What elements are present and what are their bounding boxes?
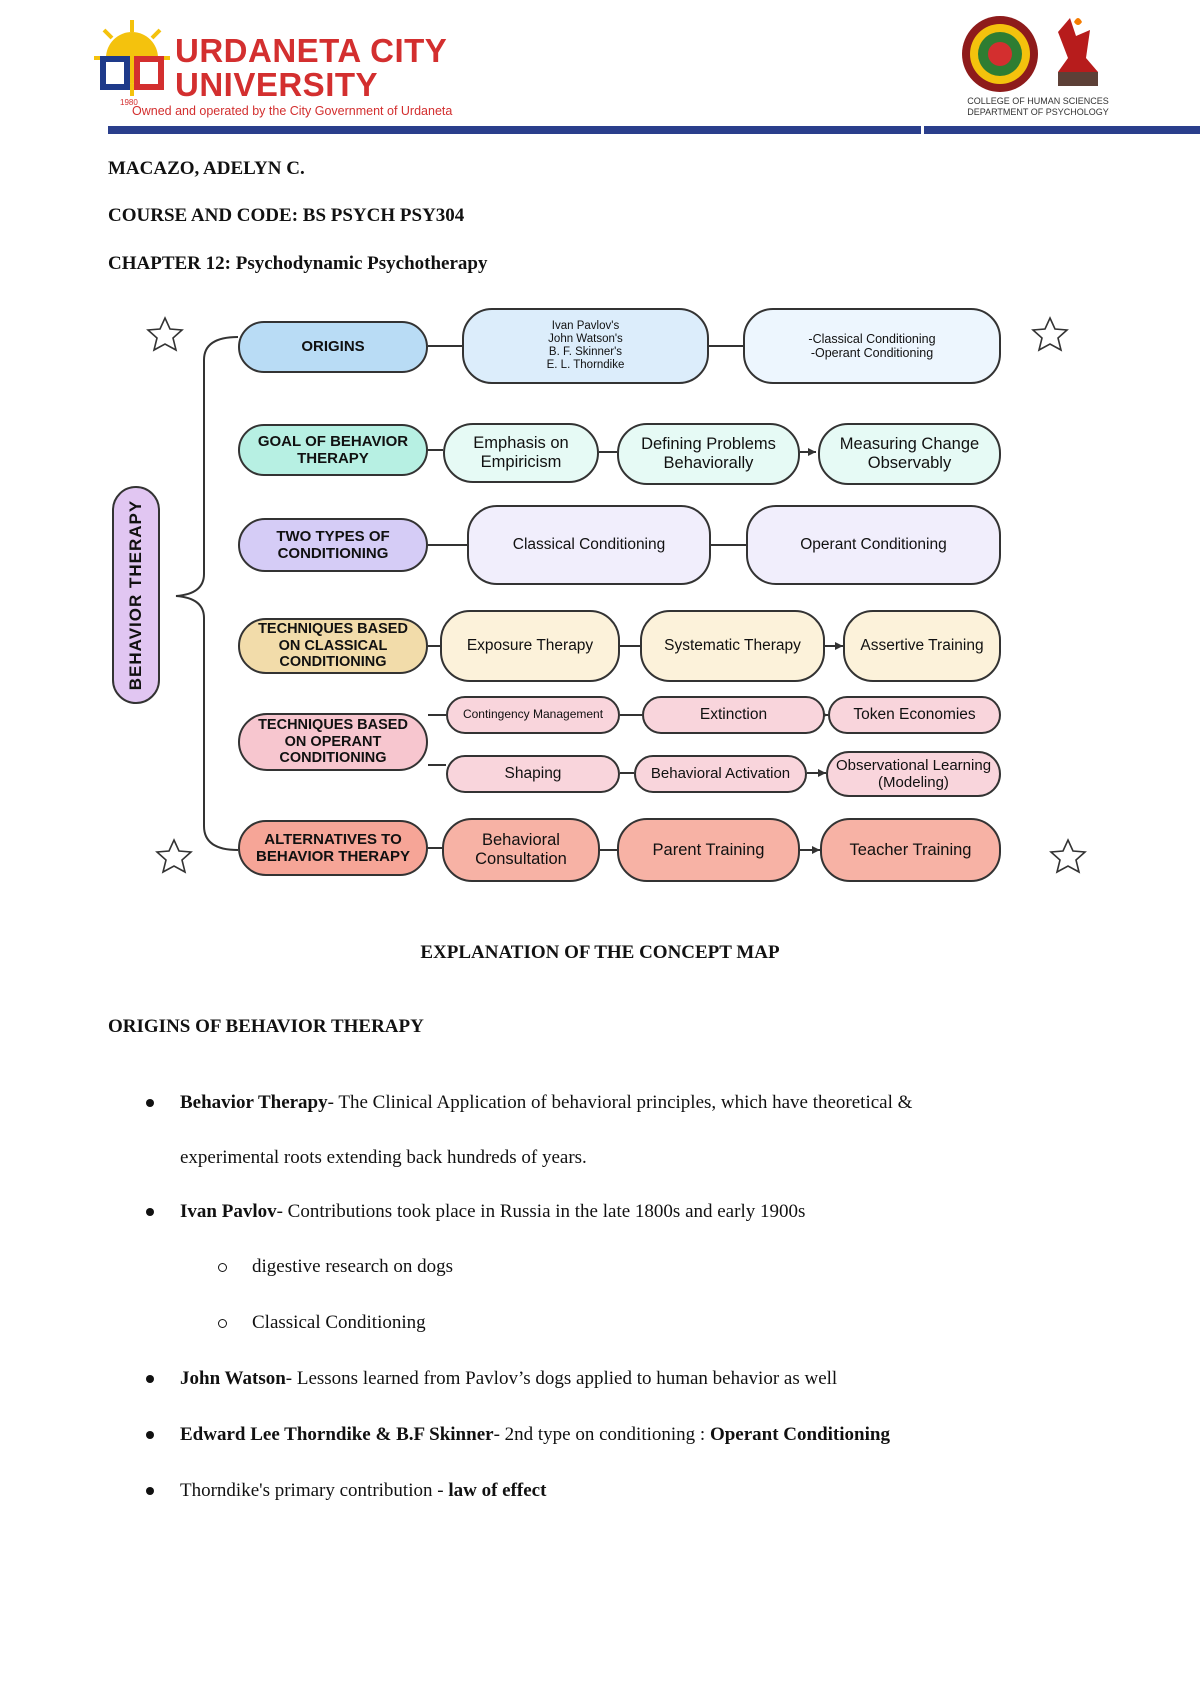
parent-training-node: Parent Training <box>617 818 800 882</box>
sub-bullet-classical: Classical Conditioning <box>252 1312 426 1333</box>
contingency-management-node: Contingency Management <box>446 696 620 734</box>
sub-bullet-icon <box>218 1263 227 1272</box>
bullet-john-watson: John Watson- Lessons learned from Pavlov… <box>180 1368 838 1389</box>
behavioral-activation-node: Behavioral Activation <box>634 755 807 793</box>
college-seals <box>958 12 1108 98</box>
bullet-icon <box>146 1375 154 1383</box>
origins-types-node: -Classical Conditioning -Operant Conditi… <box>743 308 1001 384</box>
explanation-title: EXPLANATION OF THE CONCEPT MAP <box>420 942 780 963</box>
origins-people-node: Ivan Pavlov's John Watson's B. F. Skinne… <box>462 308 709 384</box>
bullet-thorndike-skinner: Edward Lee Thorndike & B.F Skinner- 2nd … <box>180 1424 890 1445</box>
extinction-node: Extinction <box>642 696 825 734</box>
bullet-ivan-pavlov: Ivan Pavlov- Contributions took place in… <box>180 1201 806 1222</box>
bullet-icon <box>146 1208 154 1216</box>
university-founding-year: 1980 <box>120 98 138 107</box>
bullet-icon <box>146 1487 154 1495</box>
header-divider <box>108 126 1200 134</box>
observational-learning-node: Observational Learning(Modeling) <box>826 751 1001 797</box>
operant-conditioning-node: Operant Conditioning <box>746 505 1001 585</box>
course-code: COURSE AND CODE: BS PSYCH PSY304 <box>108 205 465 226</box>
university-logo <box>92 18 172 104</box>
section-title: ORIGINS OF BEHAVIOR THERAPY <box>108 1016 424 1037</box>
sub-bullet-digestive: digestive research on dogs <box>252 1256 454 1277</box>
bullet-behavior-therapy-cont: experimental roots extending back hundre… <box>180 1147 587 1168</box>
bullet-law-of-effect: Thorndike's primary contribution - law o… <box>180 1480 547 1501</box>
exposure-therapy-node: Exposure Therapy <box>440 610 620 682</box>
assertive-training-node: Assertive Training <box>843 610 1001 682</box>
star-icon <box>1049 838 1087 874</box>
chapter-label: CHAPTER 12: <box>108 253 231 274</box>
bullet-icon <box>146 1099 154 1107</box>
bullet-behavior-therapy: Behavior Therapy- The Clinical Applicati… <box>180 1092 913 1113</box>
origins-label: ORIGINS <box>238 321 428 373</box>
behavior-therapy-root: BEHAVIOR THERAPY <box>112 486 160 704</box>
teacher-training-node: Teacher Training <box>820 818 1001 882</box>
university-name: URDANETA CITY UNIVERSITY <box>175 32 448 103</box>
star-icon <box>146 316 184 352</box>
chapter-title: Psychodynamic Psychotherapy <box>235 253 488 274</box>
department-caption: COLLEGE OF HUMAN SCIENCES DEPARTMENT OF … <box>967 96 1109 117</box>
university-subtitle: Owned and operated by the City Governmen… <box>132 104 453 118</box>
shaping-node: Shaping <box>446 755 620 793</box>
classical-conditioning-node: Classical Conditioning <box>467 505 711 585</box>
bullet-icon <box>146 1431 154 1439</box>
concept-map-connectors <box>146 316 1087 874</box>
student-name: MACAZO, ADELYN C. <box>108 158 305 179</box>
star-icon <box>1031 316 1069 352</box>
token-economies-node: Token Economies <box>828 696 1001 734</box>
sub-bullet-icon <box>218 1319 227 1328</box>
star-icon <box>155 838 193 874</box>
systematic-therapy-node: Systematic Therapy <box>640 610 825 682</box>
chapter-line: CHAPTER 12: Psychodynamic Psychotherapy <box>108 253 487 275</box>
